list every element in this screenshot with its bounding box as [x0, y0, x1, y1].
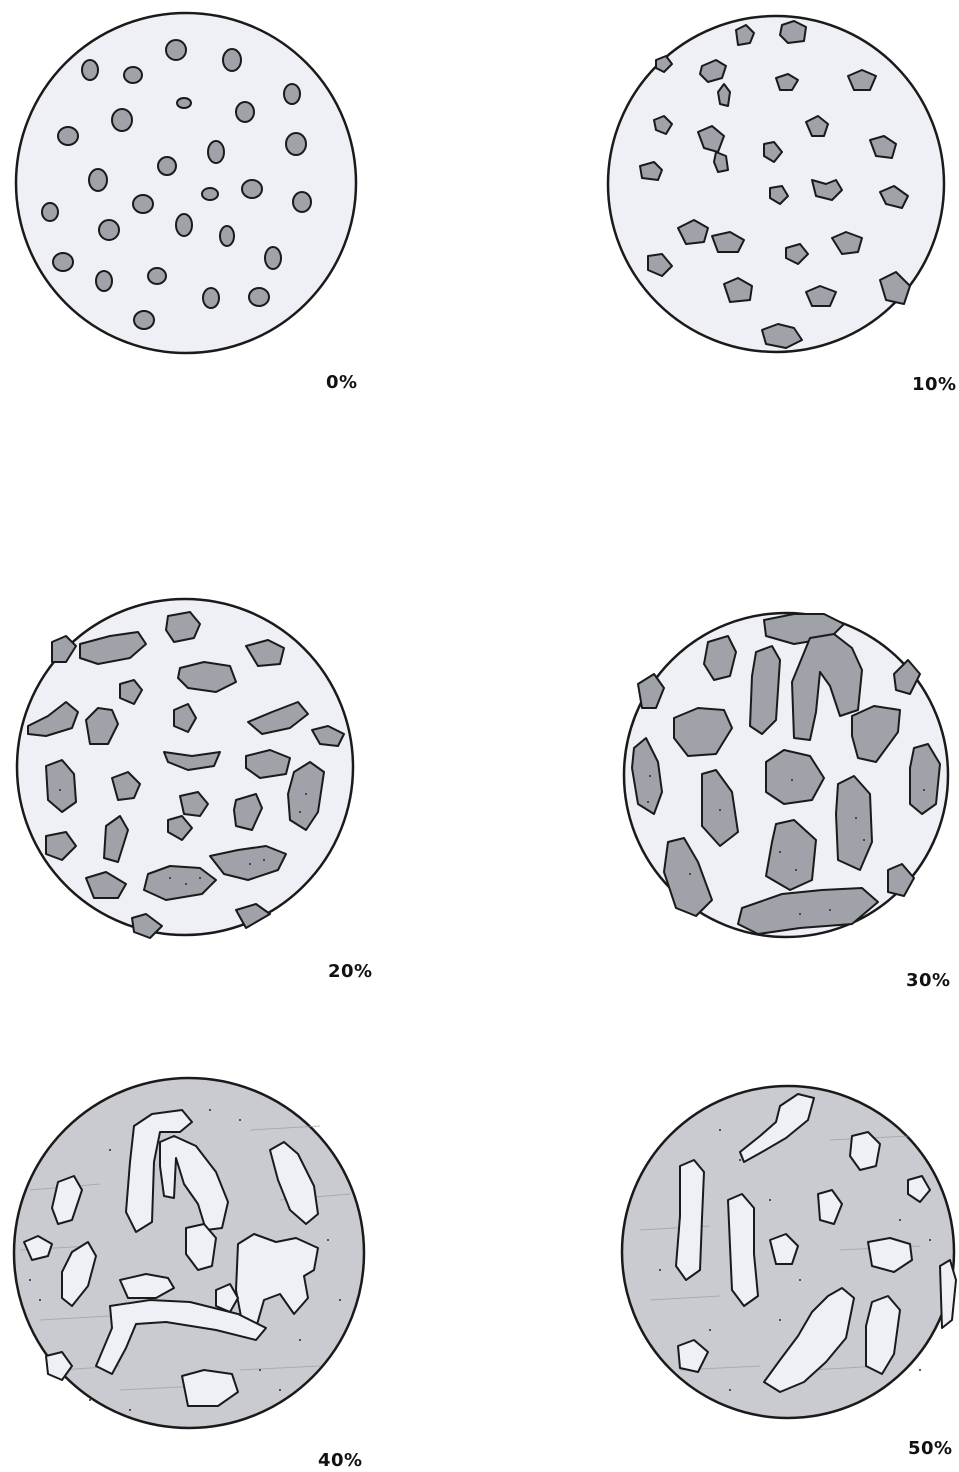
- percent-label: 50%: [908, 1438, 953, 1459]
- micrograph-circle-0: [0, 0, 480, 420]
- panel-40-percent: 40%: [0, 1070, 480, 1472]
- percent-label: 10%: [912, 374, 957, 395]
- panel-10-percent: 10%: [480, 0, 959, 420]
- panel-50-percent: 50%: [480, 1070, 959, 1472]
- micrograph-circle-40: [0, 1070, 480, 1472]
- panel-20-percent: 20%: [0, 580, 480, 1000]
- micrograph-circle-20: [0, 580, 480, 1000]
- panel-0-percent: 0%: [0, 0, 480, 420]
- percent-label: 40%: [318, 1450, 363, 1471]
- micrograph-circle-30: [480, 580, 959, 1000]
- micrograph-circle-50: [480, 1070, 959, 1472]
- micrograph-circle-10: [480, 0, 959, 420]
- percent-label: 0%: [326, 372, 358, 393]
- percent-label: 30%: [906, 970, 951, 991]
- panel-30-percent: 30%: [480, 580, 959, 1000]
- percent-label: 20%: [328, 961, 373, 982]
